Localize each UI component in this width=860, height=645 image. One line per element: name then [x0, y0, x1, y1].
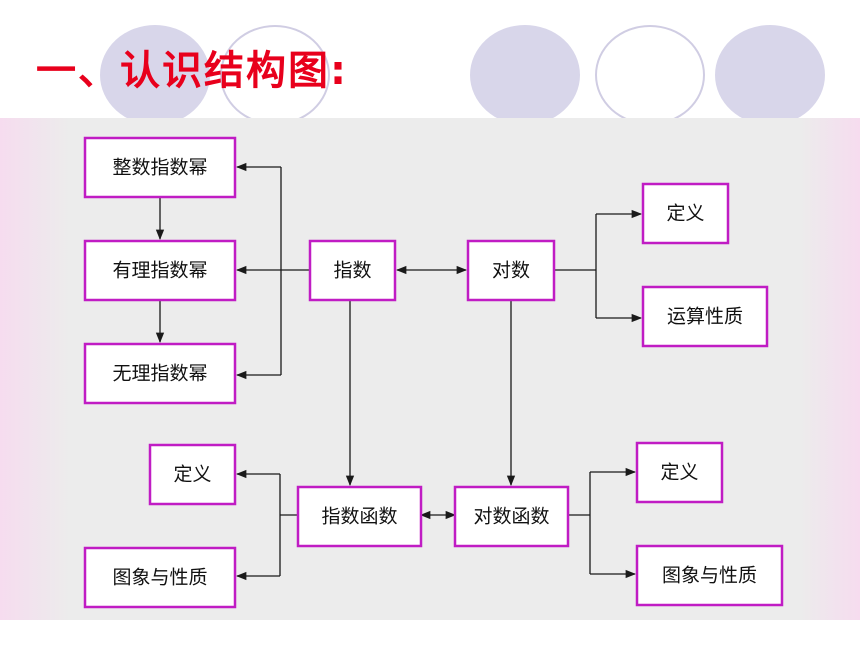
- node-logarithm: 对数: [466, 239, 556, 302]
- node-label: 指数: [333, 260, 371, 282]
- node-logfn-definition: 定义: [635, 441, 724, 504]
- structure-diagram: 整数指数幂 有理指数幂 无理指数幂 指数 对数 定义 运算性质 定义: [83, 136, 784, 609]
- node-label: 无理指数幂: [112, 363, 207, 385]
- node-exp-definition: 定义: [148, 443, 237, 506]
- decor-ring-2: [595, 25, 705, 125]
- decor-circle-1: [100, 25, 210, 125]
- node-label: 图象与性质: [112, 567, 207, 589]
- slide-title: 一、认识结构图:: [36, 48, 348, 94]
- node-label: 定义: [173, 464, 211, 486]
- decor-circle-2: [470, 25, 580, 125]
- node-label: 有理指数幂: [112, 260, 207, 282]
- node-exp-function: 指数函数: [296, 485, 423, 548]
- node-label: 图象与性质: [662, 565, 757, 587]
- node-log-definition: 定义: [641, 182, 730, 245]
- node-exponent: 指数: [308, 239, 397, 302]
- node-exp-graph-properties: 图象与性质: [83, 546, 237, 609]
- node-label: 对数: [492, 260, 530, 282]
- structure-diagram-panel: 整数指数幂 有理指数幂 无理指数幂 指数 对数 定义 运算性质 定义: [0, 118, 860, 620]
- node-label: 整数指数幂: [112, 157, 207, 179]
- node-label: 定义: [666, 203, 704, 225]
- node-log-function: 对数函数: [453, 485, 570, 548]
- node-label: 指数函数: [321, 506, 397, 528]
- node-rational-power: 有理指数幂: [83, 239, 237, 302]
- node-label: 运算性质: [667, 306, 743, 328]
- node-logfn-graph-properties: 图象与性质: [635, 544, 784, 607]
- node-irrational-power: 无理指数幂: [83, 342, 237, 405]
- node-label: 对数函数: [473, 506, 549, 528]
- node-log-properties: 运算性质: [641, 285, 769, 348]
- connectors: [155, 162, 643, 581]
- node-integer-power: 整数指数幂: [83, 136, 237, 199]
- decor-circle-3: [715, 25, 825, 125]
- node-label: 定义: [660, 462, 698, 484]
